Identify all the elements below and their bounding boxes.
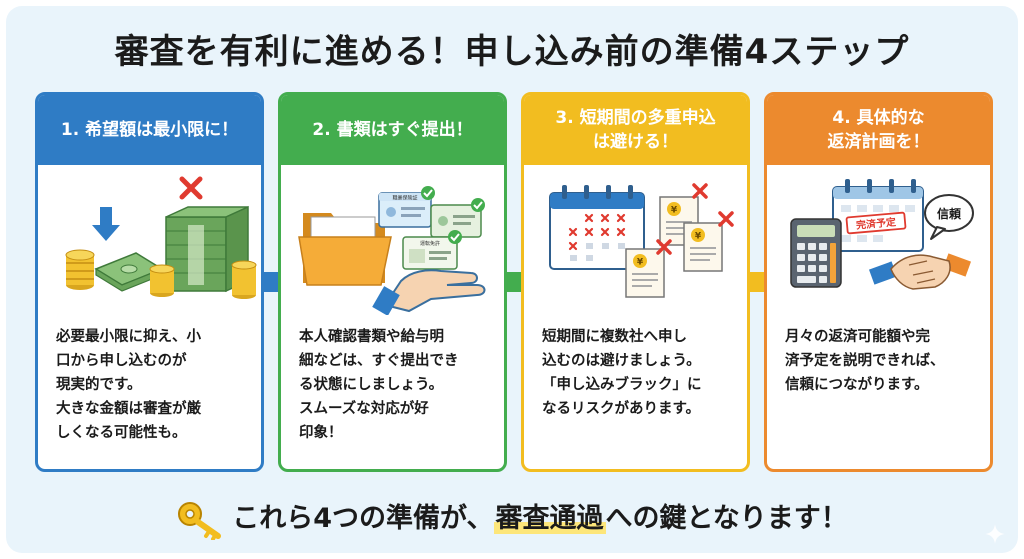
- footer-message: これら4つの準備が、審査通過への鍵となります！: [0, 496, 1024, 540]
- text-line: 信頼につながります。: [785, 377, 929, 393]
- calendar-icon: 完済予定: [832, 179, 924, 252]
- doc-label-1: 職業保険証: [392, 195, 417, 202]
- footer-text: への鍵となります！: [605, 503, 848, 534]
- calendar-applications-illustration: ¥ ¥ ¥: [549, 183, 734, 298]
- step-text-4: 月々の返済可能額や完 済予定を説明できれば、 信頼につながります。: [785, 325, 978, 397]
- calendar-icon: [549, 185, 645, 270]
- text-line: 短期間に複数社へ申し: [542, 329, 687, 345]
- money-stack-illustration: [65, 176, 257, 299]
- step-header-line: は避ける！: [593, 132, 678, 152]
- step-header-line: 4. 具体的な: [832, 108, 925, 128]
- step-text-2: 本人確認書類や給与明 細などは、すぐ提出でき る状態にしましょう。 スムーズな対…: [299, 325, 492, 445]
- trust-bubble-text: 信頼: [937, 206, 962, 221]
- step-header-line: 3. 短期間の多重申込: [555, 108, 716, 128]
- application-paper-icon: ¥: [625, 239, 672, 298]
- text-line: る状態にしましょう。: [299, 377, 444, 393]
- step-header-4: 4. 具体的な 返済計画を！: [767, 95, 990, 165]
- text-line: 大きな金額は審査が厳: [56, 401, 201, 417]
- coin-stack-icon: [65, 249, 95, 290]
- step-header-2: 2. 書類はすぐ提出！: [281, 95, 504, 165]
- cross-icon: [179, 176, 203, 200]
- calculator-icon: [790, 218, 842, 288]
- doc-label-2: 運転免許: [420, 240, 440, 247]
- step-card-1: 1. 希望額は最小限に！: [35, 92, 264, 472]
- step-text-1: 必要最小限に抑え、小 口から申し込むのが 現実的です。 大きな金額は審査が厳 し…: [56, 325, 249, 445]
- handshake-icon: [868, 253, 972, 290]
- step-card-4: 4. 具体的な 返済計画を！ 完済予定: [764, 92, 993, 472]
- text-line: 本人確認書類や給与明: [299, 329, 444, 345]
- step-card-3: 3. 短期間の多重申込 は避ける！: [521, 92, 750, 472]
- text-line: 済予定を説明できれば、: [785, 353, 945, 369]
- step-card-2: 2. 書類はすぐ提出！ 職業保険証: [278, 92, 507, 472]
- step-header-1: 1. 希望額は最小限に！: [38, 95, 261, 165]
- text-line: 「申し込みブラック」に: [542, 377, 702, 393]
- text-line: スムーズな対応が好: [299, 401, 429, 417]
- small-bill-icon: [94, 252, 164, 292]
- id-card-icon: 職業保険証: [378, 186, 435, 228]
- footer-highlight: 審査通過: [493, 503, 606, 534]
- text-line: しくなる可能性も。: [56, 425, 187, 441]
- application-paper-icon: ¥: [683, 211, 734, 272]
- page-title: 審査を有利に進める！申し込み前の準備4ステップ: [114, 32, 910, 72]
- text-line: 込むのは避けましょう。: [542, 353, 701, 369]
- yen-icon: ¥: [695, 232, 702, 242]
- documents-illustration: 職業保険証 運転免許: [298, 186, 486, 315]
- large-money-pile-icon: [149, 205, 257, 299]
- step-header-line: 1. 希望額は最小限に！: [60, 120, 239, 140]
- text-line: 細などは、すぐ提出でき: [299, 353, 459, 369]
- license-card-icon: 運転免許: [402, 230, 462, 270]
- text-line: なるリスクがあります。: [542, 401, 701, 417]
- key-icon: [178, 501, 222, 540]
- down-arrow-icon: [92, 207, 120, 241]
- text-line: 現実的です。: [56, 377, 142, 393]
- hand-icon: [372, 269, 486, 315]
- yen-icon: ¥: [671, 206, 678, 216]
- step-text-3: 短期間に複数社へ申し 込むのは避けましょう。 「申し込みブラック」に なるリスク…: [542, 325, 735, 421]
- footer-text: これら4つの準備が、: [232, 503, 494, 534]
- step-header-line: 返済計画を！: [827, 132, 930, 152]
- yen-icon: ¥: [637, 258, 644, 268]
- folder-icon: [298, 213, 392, 286]
- step-header-line: 2. 書類はすぐ提出！: [312, 120, 473, 140]
- insurance-card-icon: [430, 198, 485, 238]
- text-line: 口から申し込むのが: [56, 353, 187, 369]
- step-header-3: 3. 短期間の多重申込 は避ける！: [524, 95, 747, 165]
- text-line: 月々の返済可能額や完: [785, 329, 930, 345]
- speech-bubble-icon: 信頼: [924, 194, 974, 240]
- repayment-plan-illustration: 完済予定 信頼: [790, 179, 974, 290]
- text-line: 必要最小限に抑え、小: [56, 329, 201, 345]
- sparkle-icon: [985, 524, 1005, 544]
- text-line: 印象！: [299, 425, 343, 441]
- completion-stamp: 完済予定: [856, 215, 897, 231]
